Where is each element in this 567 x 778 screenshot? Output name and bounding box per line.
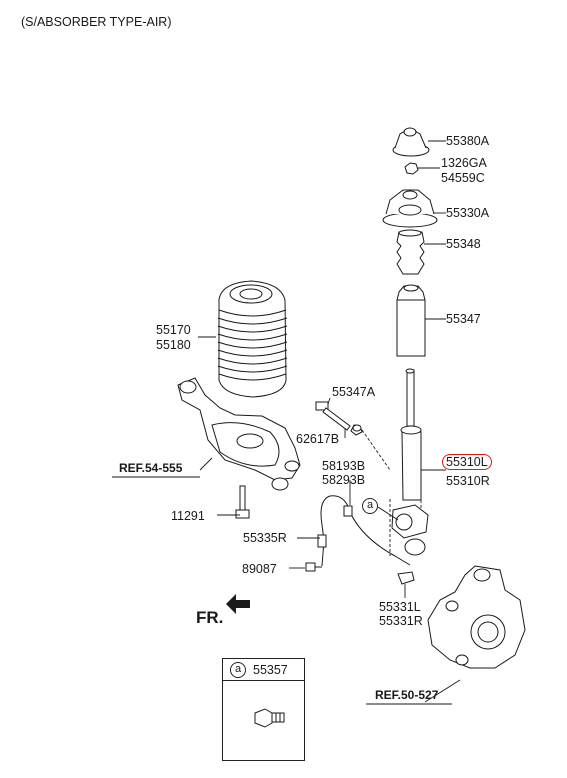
label-58193B: 58193B [322,459,366,473]
nut-1326GA [404,162,419,175]
label-55335R: 55335R [243,531,287,545]
shock-absorber-55310 [391,368,429,556]
label-54559C: 54559C [441,171,485,185]
legend-box: a 55357 [222,658,305,761]
label-55330A: 55330A [446,206,490,220]
label-58293B: 58293B [322,473,366,487]
bolt-11291 [235,485,250,519]
label-55380A: 55380A [446,134,490,148]
label-55180: 55180 [156,338,191,352]
bolt-89087 [305,562,322,572]
label-55331R: 55331R [379,614,423,628]
air-spring-55170 [217,280,288,398]
label-55170: 55170 [156,323,191,337]
callout-a: a [362,498,378,514]
knuckle [427,565,526,669]
label-55348: 55348 [446,237,481,251]
fr-arrow [226,594,250,614]
label-55347: 55347 [446,312,481,326]
legend-header: a 55357 [223,659,304,681]
dust-cover-55347 [396,284,426,357]
label-55310R: 55310R [446,474,490,488]
bump-stopper-55348 [396,229,425,275]
front-indicator: FR. [196,608,224,627]
mount-55330A [382,189,438,228]
ref-50-527[interactable]: REF.50-527 [375,688,439,702]
label-89087: 89087 [242,562,277,576]
legend-part-number: 55357 [253,663,288,677]
label-55310L[interactable]: 55310L [442,454,492,470]
legend-letter: a [230,662,246,678]
diagram-title: (S/ABSORBER TYPE-AIR) [21,15,172,29]
sensor-wire-55335R [317,495,411,567]
label-11291: 11291 [171,509,205,523]
label-1326GA: 1326GA [441,156,487,170]
highlight-55310L[interactable]: 55310L [442,454,492,470]
leader-lines [198,140,461,703]
lower-arm [177,377,301,491]
bracket-55331 [397,571,415,585]
washer-55347A [352,424,362,432]
label-62617B: 62617B [296,432,340,446]
label-55347A: 55347A [332,385,376,399]
cap-55380A [392,127,430,157]
ref-54-555[interactable]: REF.54-555 [119,461,183,475]
label-55331L: 55331L [379,600,421,614]
legend-bolt-55357 [254,708,285,728]
